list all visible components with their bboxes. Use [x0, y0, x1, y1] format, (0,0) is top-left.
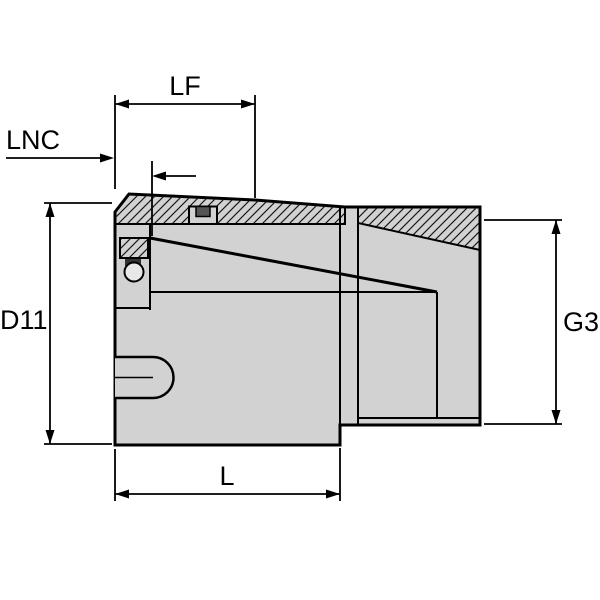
- section-hatch-front-band: [114, 192, 346, 225]
- lnc-arrow-right: [100, 153, 114, 163]
- part-body: [113, 192, 482, 447]
- lnc-arrow-left: [152, 171, 166, 181]
- d11-arrow-bottom: [45, 430, 55, 444]
- dimension-l: L: [114, 448, 341, 501]
- d11-arrow-top: [45, 203, 55, 217]
- l-arrow-right: [326, 489, 340, 499]
- spanner-slot: [115, 355, 175, 400]
- lf-arrow-left: [115, 99, 129, 109]
- retention-ball: [123, 261, 145, 283]
- l-arrow-left: [115, 489, 129, 499]
- ring-section: [119, 237, 149, 259]
- dimension-g3: G3: [484, 219, 599, 425]
- band-notch-insert: [195, 205, 211, 218]
- label-l: L: [219, 461, 234, 491]
- g3-arrow-bottom: [551, 410, 561, 424]
- lf-arrow-right: [241, 99, 255, 109]
- bore-taper-line: [149, 236, 438, 294]
- label-d11: D11: [0, 305, 48, 335]
- g3-arrow-top: [551, 220, 561, 234]
- label-g3: G3: [563, 307, 599, 337]
- retention-ring-ball-detail: [119, 237, 149, 283]
- dimension-lf: LF: [114, 71, 256, 198]
- dimension-d11: D11: [0, 202, 112, 445]
- dimension-lnc: LNC: [6, 125, 196, 236]
- label-lf: LF: [169, 71, 201, 101]
- internal-lines: [115, 207, 480, 445]
- label-lnc: LNC: [6, 125, 60, 155]
